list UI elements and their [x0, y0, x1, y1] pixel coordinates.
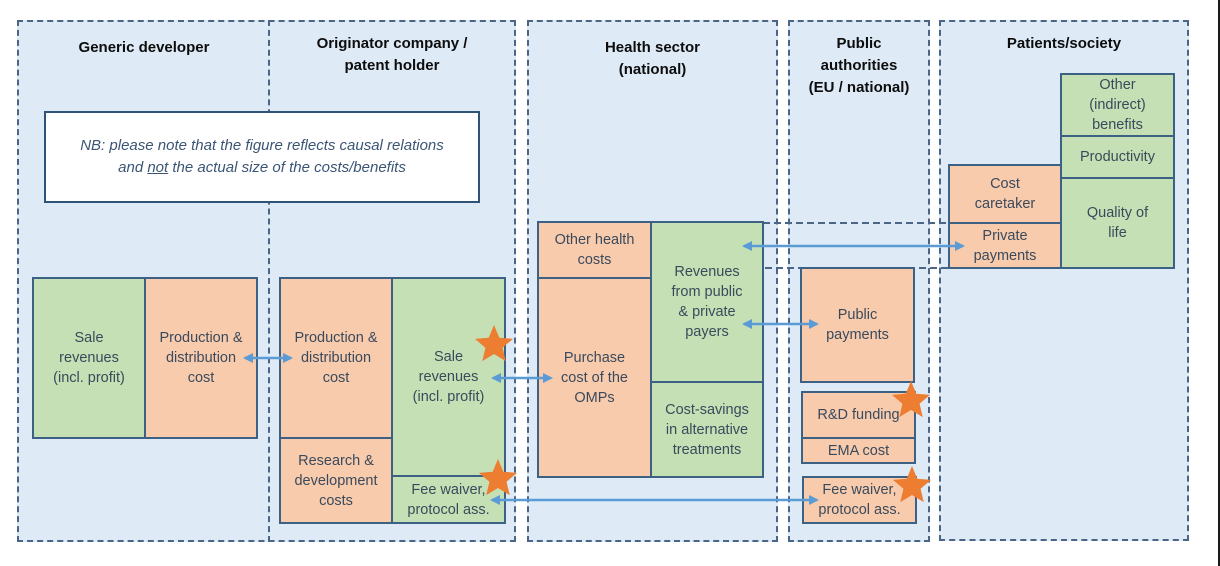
box-other-health-costs: Other health costs: [537, 221, 652, 279]
box-productivity: Productivity: [1060, 135, 1175, 179]
note-line-1: NB: please note that the figure reflects…: [80, 137, 444, 154]
note-emphasis: not: [147, 159, 169, 176]
box-originator-rd-costs: Research & development costs: [279, 437, 393, 524]
heading-originator-company: Originator company / patent holder: [316, 35, 468, 74]
heading-generic-developer: Generic developer: [78, 39, 210, 56]
box-quality-of-life: Quality of life: [1060, 177, 1175, 269]
note-box: NB: please note that the figure reflects…: [44, 111, 480, 203]
heading-patients-society: Patients/society: [1006, 35, 1122, 52]
star-icon: [478, 459, 518, 496]
box-revenues-public-private: Revenues from public & private payers: [650, 221, 764, 383]
heading-public-authorities: Public authorities (EU / national): [808, 35, 910, 96]
box-private-payments: Private payments: [948, 222, 1062, 269]
note-line-2-suffix: the actual size of the costs/benefits: [168, 159, 406, 176]
star-icon: [892, 466, 932, 503]
box-public-fee-waiver: Fee waiver, protocol ass.: [802, 476, 917, 524]
box-purchase-cost-omps: Purchase cost of the OMPs: [537, 277, 652, 478]
box-originator-sale-revenues: Sale revenues (incl. profit): [391, 277, 506, 477]
box-cost-savings: Cost-savings in alternative treatments: [650, 381, 764, 478]
box-public-payments: Public payments: [800, 267, 915, 383]
box-rd-funding: R&D funding: [801, 391, 916, 439]
box-originator-production-cost: Production & distribution cost: [279, 277, 393, 439]
box-other-indirect-benefits: Other (indirect) benefits: [1060, 73, 1175, 137]
box-cost-caretaker: Cost caretaker: [948, 164, 1062, 224]
note-line-2-prefix: and: [118, 159, 148, 176]
star-icon: [891, 381, 931, 418]
note-line-2: and not the actual size of the costs/ben…: [118, 157, 406, 179]
box-generic-production-cost: Production & distribution cost: [144, 277, 258, 439]
box-generic-sale-revenues: Sale revenues (incl. profit): [32, 277, 146, 439]
column-divider: [268, 20, 270, 542]
heading-health-sector: Health sector (national): [604, 39, 701, 78]
box-ema-cost: EMA cost: [801, 437, 916, 464]
star-icon: [474, 325, 514, 362]
